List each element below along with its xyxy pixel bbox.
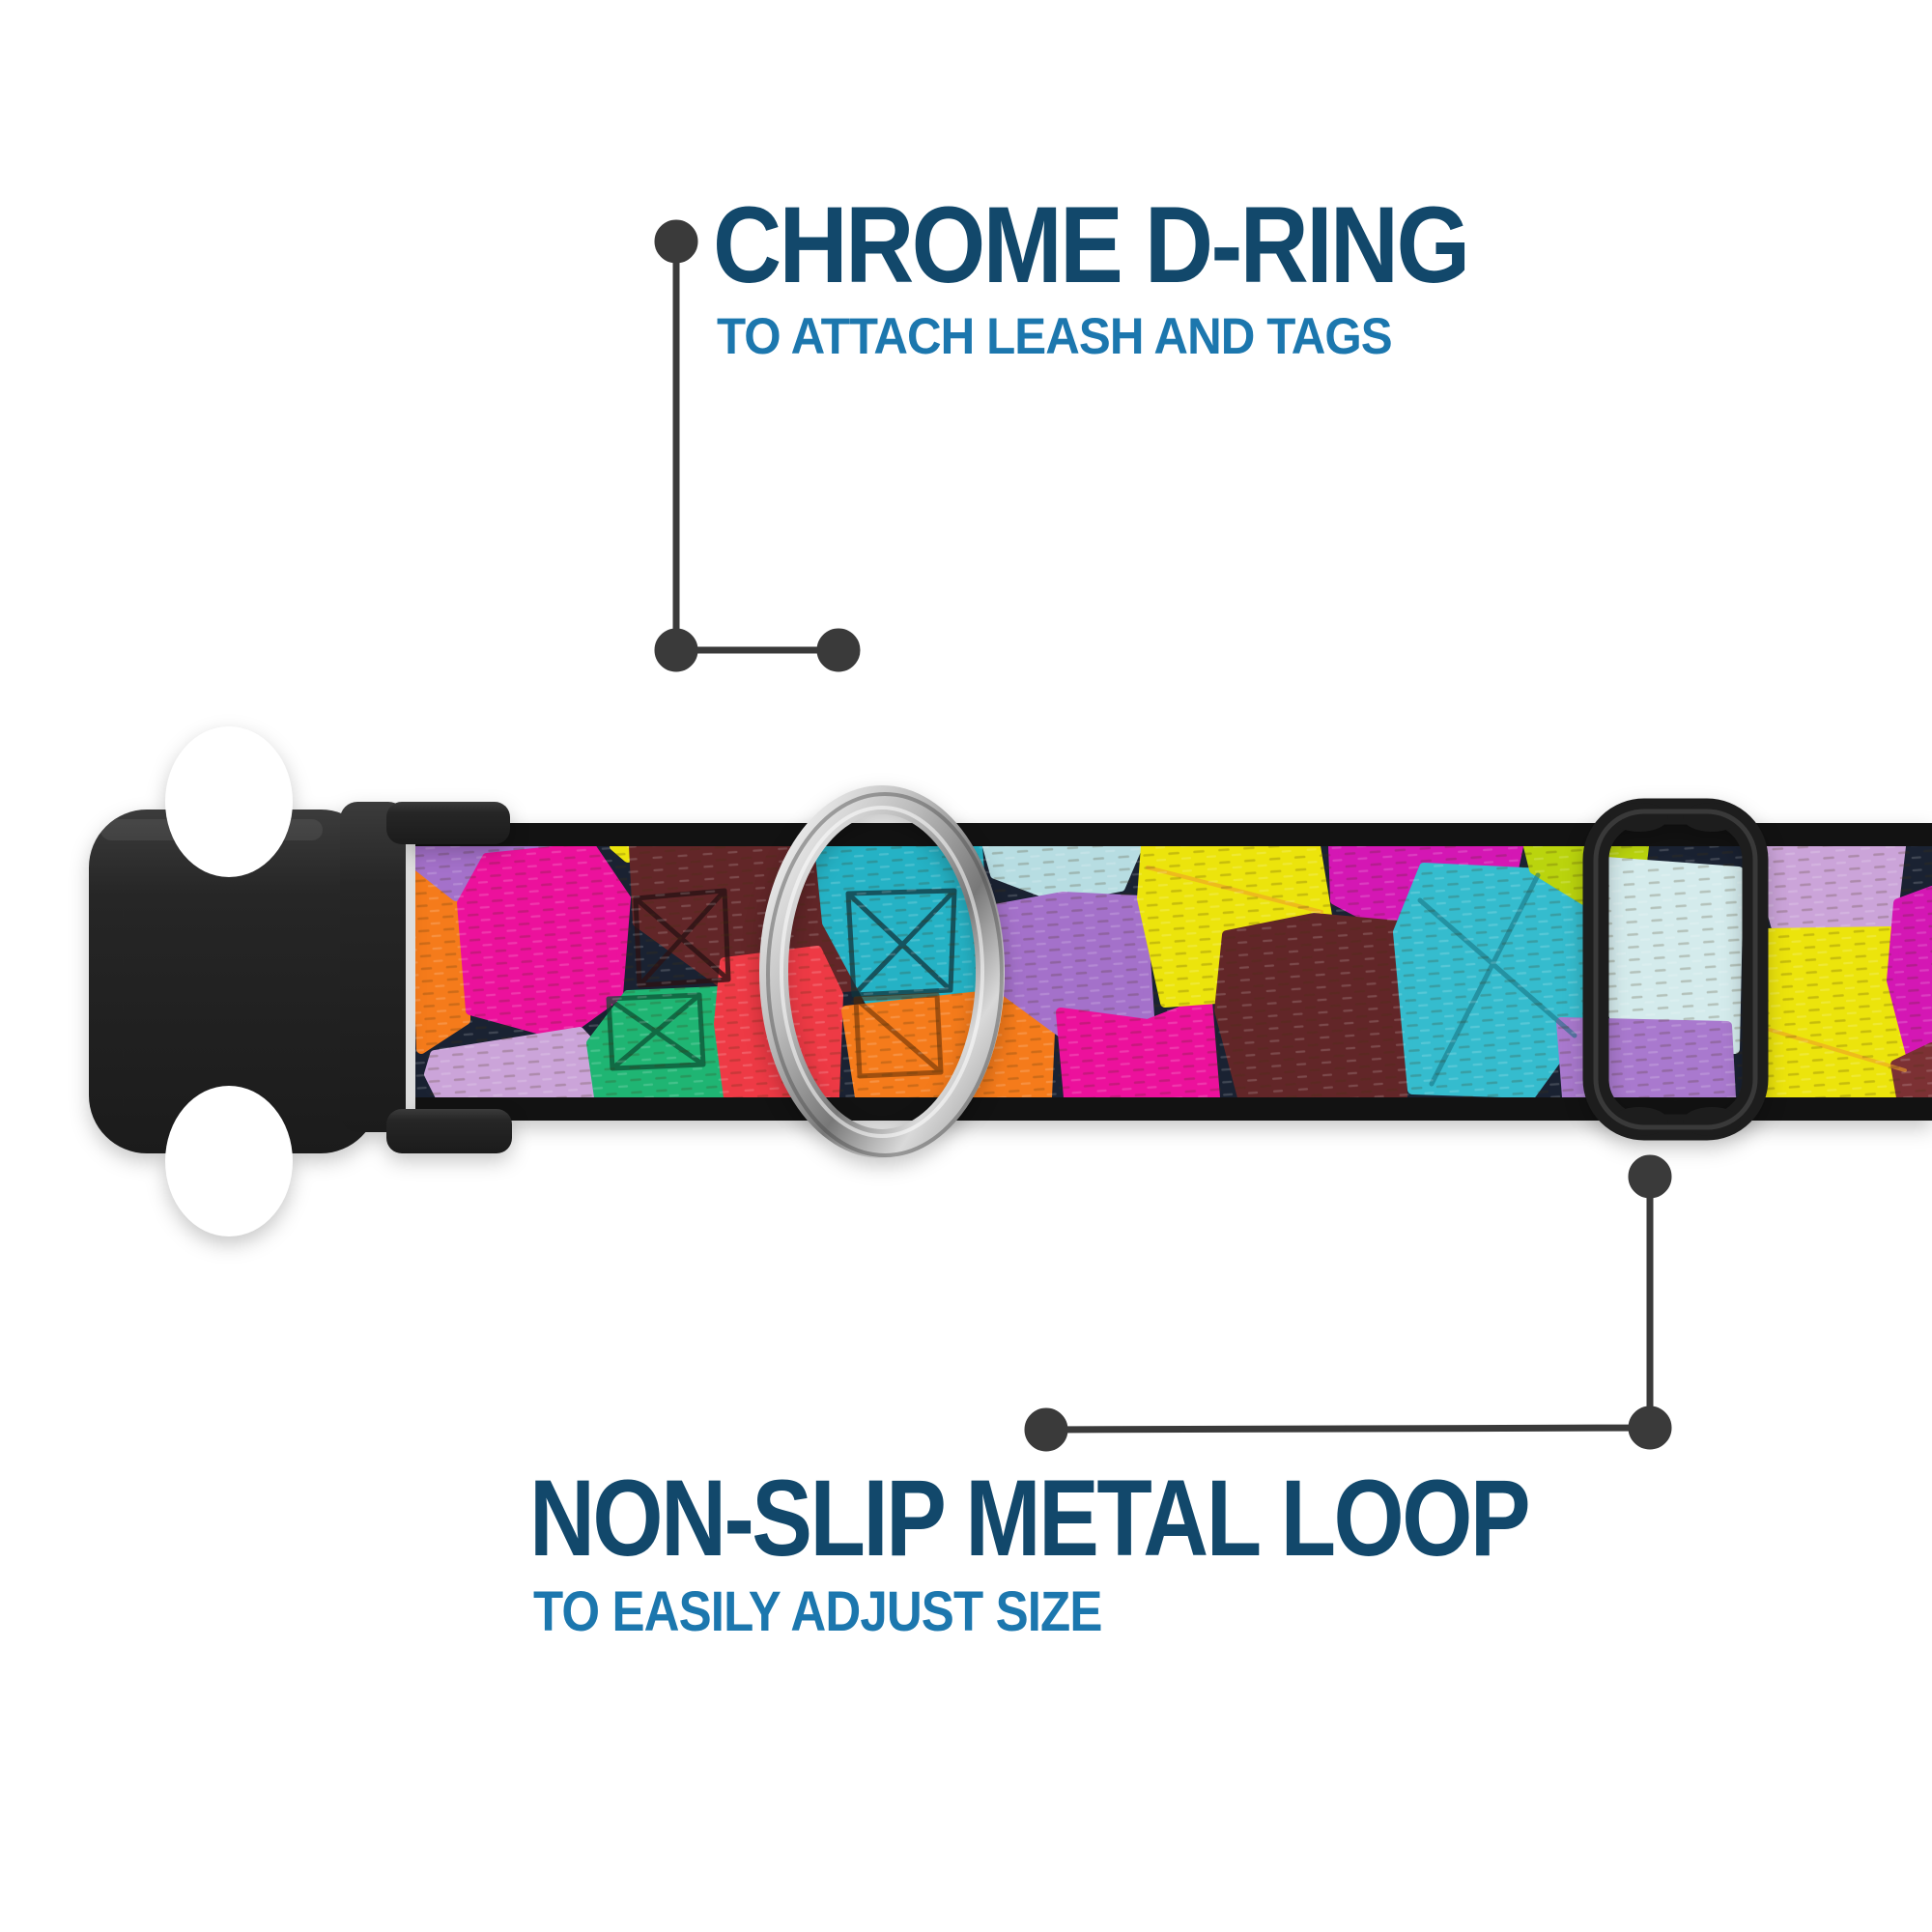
callout-top-subtitle: TO ATTACH LEASH AND TAGS	[717, 308, 1393, 365]
buckle	[89, 726, 512, 1236]
buckle-bottom-notch	[165, 1086, 293, 1236]
d-ring-highlight	[780, 806, 984, 1138]
d-ring-shade	[766, 792, 1004, 1157]
metal-loop-highlight	[1593, 809, 1758, 1130]
callout-bottom-dot-end	[1024, 1407, 1068, 1452]
callout-top-dot-corner	[654, 628, 698, 672]
buckle-top-notch	[165, 726, 293, 877]
d-ring	[759, 785, 1005, 1158]
callout-bottom-subtitle: TO EASILY ADJUST SIZE	[533, 1580, 1102, 1643]
collar-webbing	[415, 823, 1932, 1121]
callout-top-dot-start	[654, 219, 698, 264]
callout-bottom-dot-corner	[1628, 1406, 1672, 1450]
weave-texture	[415, 846, 1932, 1097]
buckle-highlight	[100, 819, 323, 840]
metal-loop	[1582, 798, 1769, 1141]
callout-top-title: CHROME D-RING	[713, 185, 1470, 305]
callout-bottom-polyline	[1045, 1177, 1654, 1434]
callout-top-dot-end	[816, 628, 861, 672]
callout-top-line	[654, 219, 861, 672]
mosaic-pattern	[415, 846, 1932, 1097]
callout-bottom-line	[1024, 1154, 1672, 1452]
callout-bottom-title: NON-SLIP METAL LOOP	[529, 1458, 1531, 1578]
callout-bottom-dot-start	[1628, 1154, 1672, 1199]
